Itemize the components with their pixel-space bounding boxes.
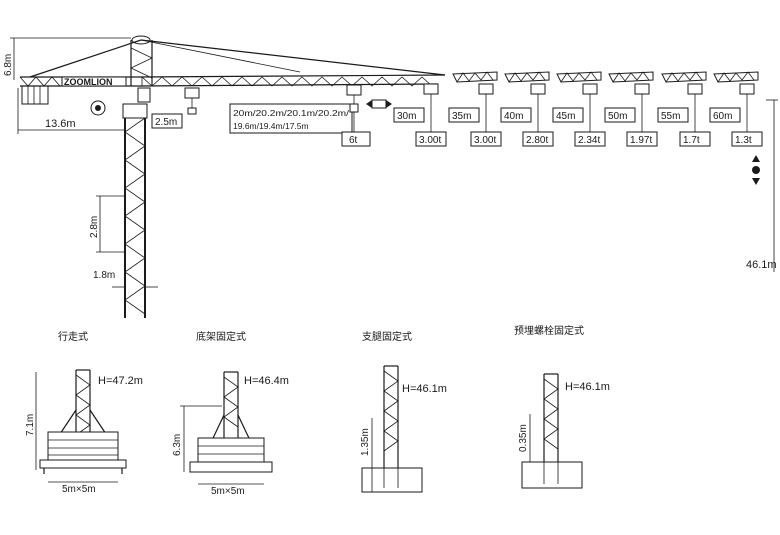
jib-tip-lattice-5	[612, 71, 650, 83]
radius-label-2: 35m	[452, 111, 471, 122]
load-label-1: 3.00t	[419, 135, 441, 146]
mast-section-label: 2.8m	[89, 216, 100, 238]
load-label-6: 1.7t	[683, 135, 700, 146]
load-label-4: 2.34t	[578, 135, 600, 146]
load-box-5	[626, 131, 658, 147]
foundation-1-title: 行走式	[58, 330, 88, 343]
load-box-3	[522, 131, 554, 147]
counter-jib-dimension	[17, 88, 124, 134]
foundation-2-title: 底架固定式	[196, 330, 246, 343]
foundation-3-height: H=46.1m	[402, 383, 447, 395]
radius-box-6	[657, 107, 689, 123]
radius-label-1: 30m	[397, 111, 416, 122]
min-radius-trolley	[184, 87, 200, 115]
foundation-outrigger-fixed	[361, 365, 423, 493]
foundation-1-side: 7.1m	[25, 414, 36, 436]
jib-tip-lattice-2	[456, 71, 494, 83]
mast-section-dimension	[96, 195, 124, 253]
load-box-6	[679, 131, 711, 147]
jib-tip-lattice-4	[560, 71, 598, 83]
radius-label-4: 45m	[556, 111, 575, 122]
radius-box-7	[709, 107, 741, 123]
radius-box-5	[604, 107, 636, 123]
head-height-label: 6.8m	[3, 54, 14, 76]
foundation-chassis-fixed	[180, 371, 273, 485]
radius-label-7: 60m	[713, 111, 732, 122]
load-box-2	[470, 131, 502, 147]
radius-heights-label: 20m/20.2m/20.1m/20.2m/	[233, 108, 350, 118]
trolley-travel-icon	[366, 99, 392, 109]
radius-box-1	[393, 107, 425, 123]
trolley-7	[739, 83, 755, 95]
free-height-label: 46.1m	[746, 259, 777, 271]
min-radius-box	[151, 113, 183, 129]
mast-width-label: 1.8m	[93, 270, 115, 281]
jib-tip-lattice-3	[508, 71, 546, 83]
foundation-3-title: 支腿固定式	[362, 330, 412, 343]
foundation-3-side: 1.35m	[360, 428, 371, 456]
foundation-4-side: 0.35m	[518, 424, 529, 452]
foundation-2-height: H=46.4m	[244, 375, 289, 387]
counterweight	[21, 85, 49, 105]
max-load-label: 6t	[349, 135, 358, 146]
load-label-7: 1.3t	[735, 135, 752, 146]
slewing-icon	[90, 100, 106, 116]
foundation-4-height: H=46.1m	[565, 381, 610, 393]
free-height-dimension	[766, 99, 778, 272]
counter-jib-label: 13.6m	[45, 118, 76, 130]
load-box-4	[574, 131, 606, 147]
jib-tip-lattice-6	[665, 71, 703, 83]
load-box-7	[731, 131, 763, 147]
load-label-3: 2.80t	[526, 135, 548, 146]
max-load-box	[341, 131, 371, 147]
trolley-4	[582, 83, 598, 95]
foundation-1-base: 5m×5m	[62, 484, 96, 495]
main-jib	[139, 74, 446, 87]
radius-label-3: 40m	[504, 111, 523, 122]
hoist-icon	[752, 155, 760, 185]
operator-cab	[137, 87, 151, 103]
load-box-1	[415, 131, 447, 147]
foundation-2-base: 5m×5m	[211, 486, 245, 497]
foundation-2-side: 6.3m	[172, 434, 183, 456]
radius-label-5: 50m	[608, 111, 627, 122]
foundation-4-title: 预埋螺栓固定式	[514, 324, 584, 337]
min-radius-label: 2.5m	[155, 117, 177, 128]
radius-heights-label-2: 19.6m/19.4m/17.5m	[233, 121, 309, 131]
foundation-1-height: H=47.2m	[98, 375, 143, 387]
radius-heights-box	[229, 103, 353, 134]
jib-tip-lattice-7	[717, 71, 755, 83]
trolley-2	[478, 83, 494, 95]
trolley-5	[634, 83, 650, 95]
counter-jib	[19, 76, 140, 87]
max-load-trolley	[346, 84, 362, 132]
foundation-embedded-bolt	[521, 373, 583, 489]
foundation-travelling	[35, 369, 127, 483]
head-height-dimension	[10, 37, 131, 80]
tower-mast	[122, 103, 148, 318]
trolley-1	[423, 83, 439, 95]
radius-box-4	[552, 107, 584, 123]
trolley-6	[687, 83, 703, 95]
trolley-3	[530, 83, 546, 95]
radius-box-3	[500, 107, 532, 123]
radius-label-6: 55m	[661, 111, 680, 122]
load-label-2: 3.00t	[474, 135, 496, 146]
load-label-5: 1.97t	[630, 135, 652, 146]
jib-radius-options: 30m 3.00t 35m 3.00t 40m 2.80t 45m 2.34t 50m 1.97t…	[393, 71, 763, 147]
tower-head	[29, 35, 446, 86]
brand-label: ZOOMLION	[64, 77, 113, 87]
radius-box-2	[448, 107, 480, 123]
